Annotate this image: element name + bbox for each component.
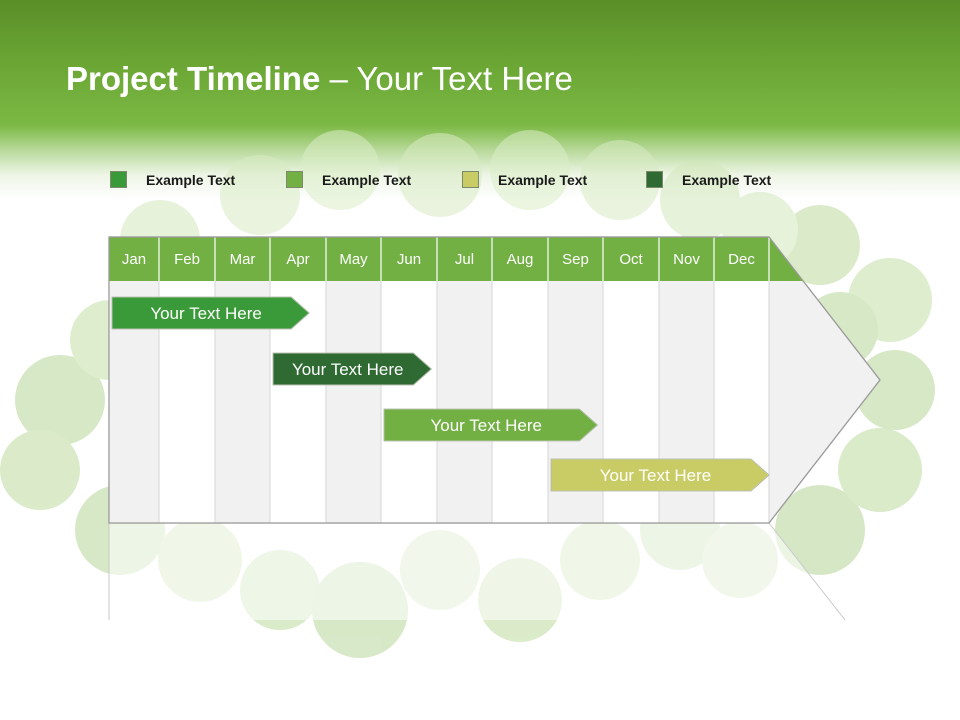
legend-swatch-3 [462,171,479,188]
legend-label-1: Example Text [146,172,236,188]
task-bar-border-3 [383,408,599,442]
month-label-feb: Feb [174,251,200,268]
reflection-right-edge [768,522,846,621]
month-column-jun [381,281,437,523]
timeline-reflection [109,523,845,620]
task-bar-label-3: Your Text Here [430,416,542,435]
month-label-jun: Jun [397,251,421,268]
task-bar-label-1: Your Text Here [150,304,262,323]
month-label-aug: Aug [507,251,534,268]
legend-label-3: Example Text [498,172,588,188]
month-column-aug [492,281,548,523]
month-label-nov: Nov [673,251,700,268]
month-label-oct: Oct [619,251,643,268]
page-title: Project Timeline – Your Text Here [66,60,573,98]
task-bar-border-4 [550,458,770,492]
title-subtitle: – Your Text Here [320,60,573,97]
task-bar-label-4: Your Text Here [600,466,712,485]
month-label-mar: Mar [230,251,256,268]
legend-swatch-2 [286,171,303,188]
month-label-may: May [339,251,368,268]
month-label-sep: Sep [562,251,589,268]
timeline-arrow-outline [108,236,881,524]
task-bar-border-2 [272,352,433,386]
legend-label-4: Example Text [682,172,772,188]
title-bold: Project Timeline [66,60,321,97]
month-header-band [109,237,804,281]
legend-label-2: Example Text [322,172,412,188]
month-column-jul [437,281,492,523]
month-label-jul: Jul [455,251,474,268]
legend-swatch-1 [110,171,127,188]
month-label-apr: Apr [286,251,309,268]
task-bar-label-2: Your Text Here [292,360,404,379]
month-column-may [326,281,381,523]
month-label-dec: Dec [728,251,755,268]
task-bar-border-1 [111,296,310,330]
legend-swatch-4 [646,171,663,188]
month-label-jan: Jan [122,251,146,268]
